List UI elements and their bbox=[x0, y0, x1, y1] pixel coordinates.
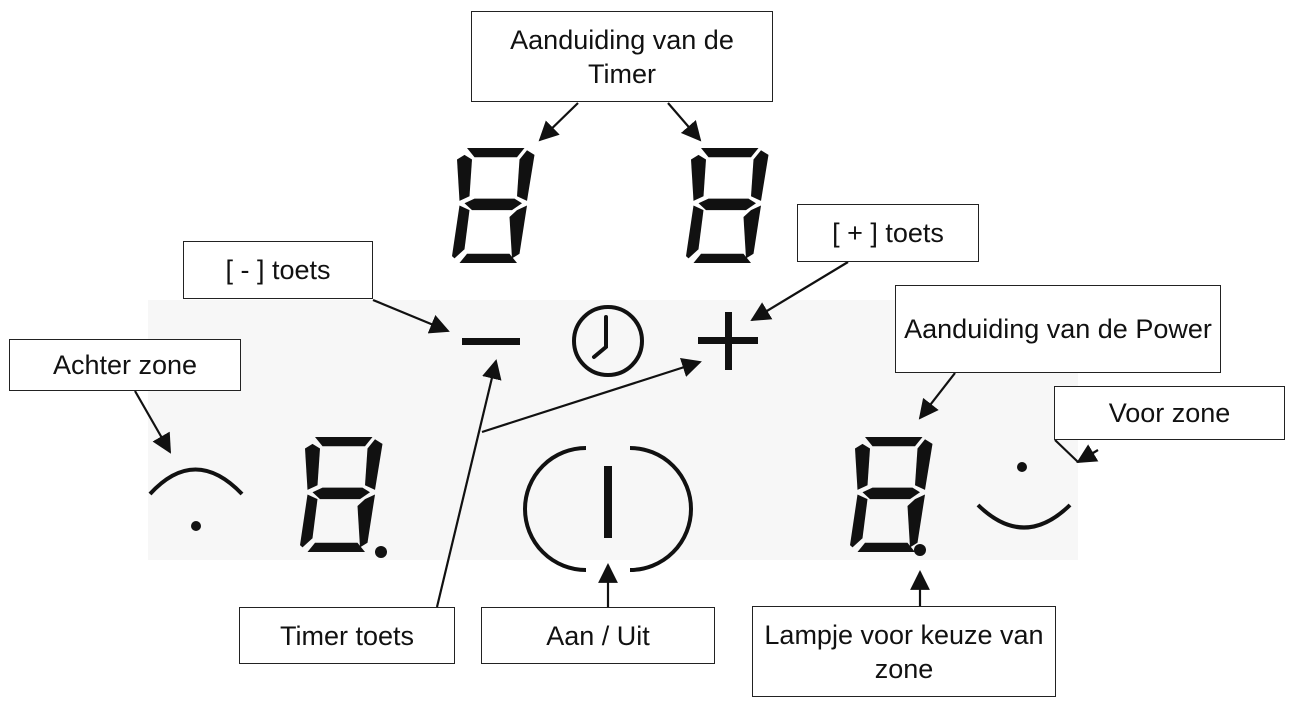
power-on-off-icon[interactable] bbox=[523, 446, 693, 572]
front-zone-label: Voor zone bbox=[1054, 386, 1285, 440]
leader-arrows bbox=[134, 102, 1099, 608]
timer-digit-left bbox=[452, 148, 535, 263]
front-zone-icon bbox=[976, 462, 1072, 530]
timer-digit-right bbox=[686, 148, 769, 263]
rear-zone-decimal-point bbox=[375, 546, 387, 558]
rear-zone-label: Achter zone bbox=[9, 339, 241, 391]
minus-key-icon[interactable] bbox=[462, 338, 520, 345]
rear-zone-icon bbox=[148, 467, 244, 531]
on-off-label: Aan / Uit bbox=[481, 607, 715, 664]
clock-icon[interactable] bbox=[572, 305, 644, 377]
zone-lamp-dot bbox=[914, 544, 926, 556]
power-display-label: Aanduiding van de Power bbox=[895, 285, 1221, 373]
power-digit bbox=[850, 437, 933, 552]
rear-zone-digit bbox=[300, 437, 383, 552]
plus-key-icon[interactable] bbox=[698, 312, 758, 370]
zone-lamp-label: Lampje voor keuze van zone bbox=[752, 606, 1056, 697]
plus-key-label: [ + ] toets bbox=[797, 204, 979, 262]
timer-display-label: Aanduiding van de Timer bbox=[471, 11, 773, 102]
timer-key-label: Timer toets bbox=[239, 607, 455, 664]
minus-key-label: [ - ] toets bbox=[183, 241, 373, 299]
